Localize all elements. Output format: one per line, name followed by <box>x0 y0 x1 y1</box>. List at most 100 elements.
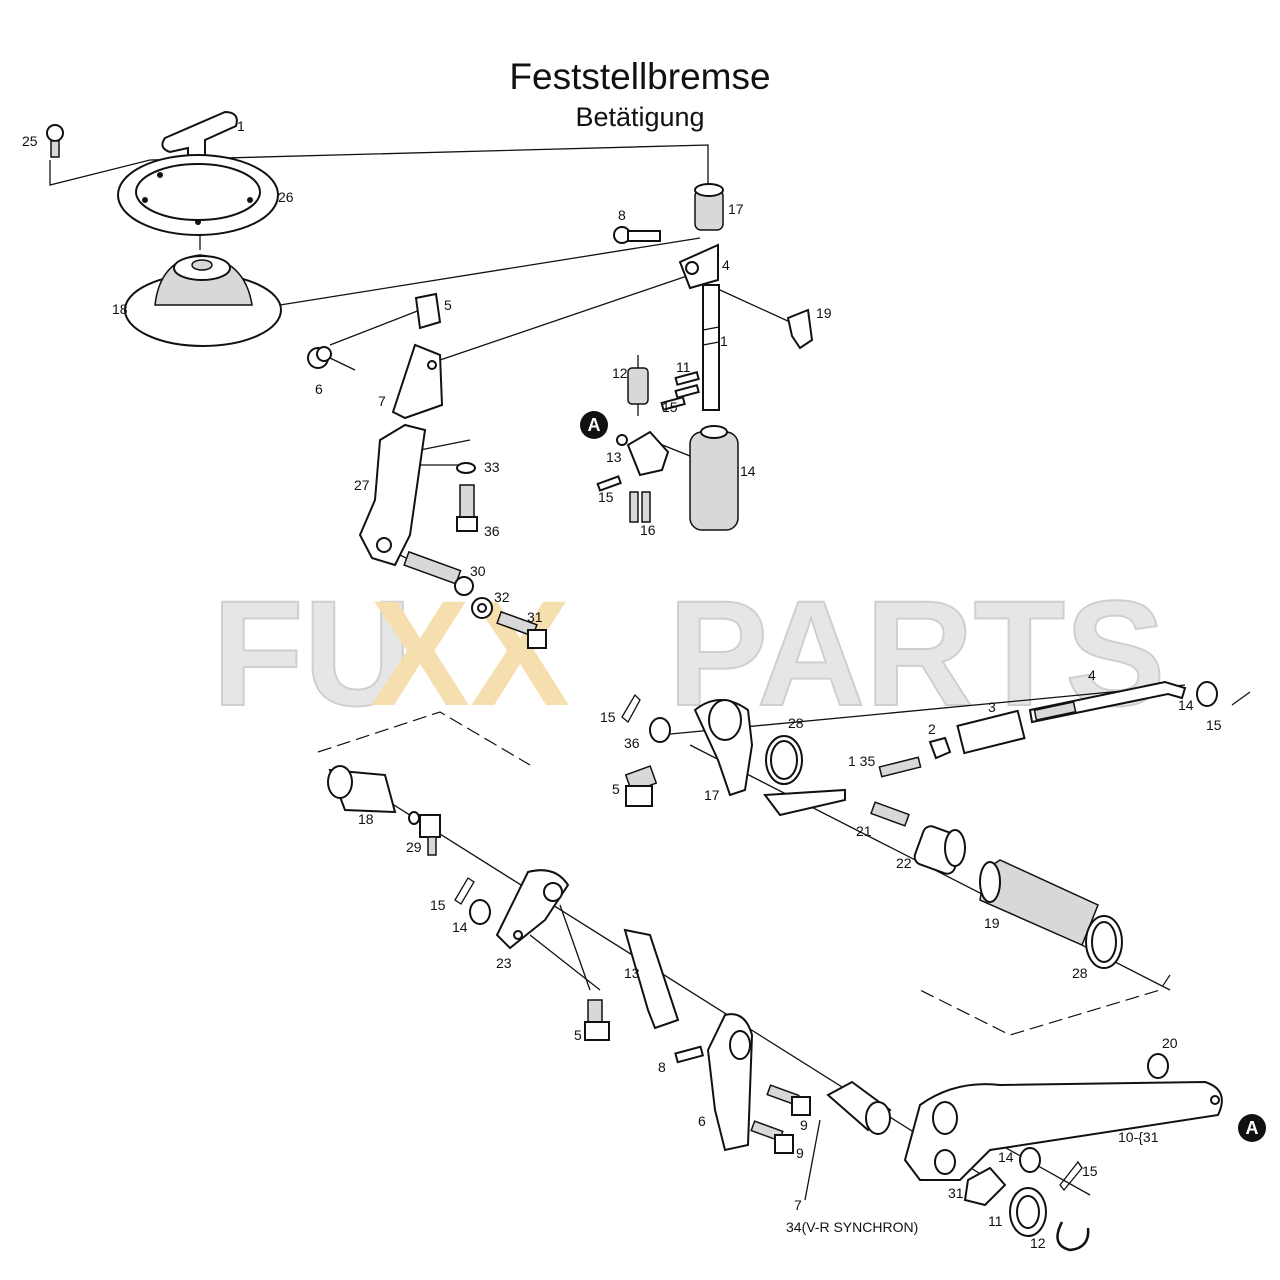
lever-27 <box>358 423 427 567</box>
bushing-31 <box>963 1166 1007 1207</box>
nut-2 <box>928 736 952 760</box>
callout-23: 23 <box>496 955 512 971</box>
callout-13-lower: 13 <box>624 965 640 981</box>
callout-4: 4 <box>722 257 730 273</box>
callout-31-lower: 31 <box>948 1185 964 1201</box>
bolt-5-lower <box>584 999 610 1041</box>
callout-27: 27 <box>354 477 370 493</box>
ring-28-lower <box>1085 915 1123 969</box>
pin-15-lower-right <box>1059 1160 1083 1192</box>
block-13 <box>616 430 670 477</box>
callout-5: 5 <box>444 297 452 313</box>
pin-8-lower <box>674 1045 705 1064</box>
pin-15-lower-left <box>454 877 475 905</box>
bolt-5-upper <box>624 765 658 807</box>
part-17-top <box>694 183 724 231</box>
pedal-lever-10 <box>903 1080 1223 1181</box>
callout-13: 13 <box>606 449 622 465</box>
callout-10-31: 10-{31 <box>1118 1129 1159 1145</box>
callout-14-lower-left: 14 <box>452 919 468 935</box>
callout-25: 25 <box>22 133 38 149</box>
svg-text:A: A <box>1246 1118 1259 1138</box>
callout-15-lower-left: 15 <box>430 897 446 913</box>
diagram-title: Feststellbremse <box>509 56 771 97</box>
callout-31: 31 <box>527 609 543 625</box>
callout-36-lower: 36 <box>624 735 640 751</box>
callout-15-left: 15 <box>600 709 616 725</box>
bushing-22 <box>913 825 966 875</box>
washer-33 <box>456 462 476 474</box>
callout-33: 33 <box>484 459 500 475</box>
callout-36: 36 <box>484 523 500 539</box>
callout-34-synchron: 34(V-R SYNCHRON) <box>786 1219 918 1235</box>
callout-1: 1 <box>237 118 245 134</box>
callout-15b: 15 <box>598 489 614 505</box>
callout-18: 18 <box>112 301 128 317</box>
callout-9-upper: 9 <box>800 1117 808 1133</box>
screw-31-upper <box>496 610 547 649</box>
pin-15-right <box>1231 691 1251 706</box>
grip-14 <box>689 425 739 531</box>
pins-11-15 <box>660 371 700 411</box>
callout-14-right: 14 <box>1178 697 1194 713</box>
clip-19 <box>786 308 814 350</box>
rod-1 <box>702 284 720 411</box>
watermark-xx: XX <box>370 569 570 737</box>
callout-28-lower: 28 <box>1072 965 1088 981</box>
spring-12 <box>627 355 649 416</box>
callout-15-right: 15 <box>1206 717 1222 733</box>
lever-23 <box>495 869 570 950</box>
reference-marker-a-upper: A <box>580 411 608 439</box>
callout-15: 15 <box>662 399 678 415</box>
callout-7: 7 <box>378 393 386 409</box>
callout-9-lower: 9 <box>796 1145 804 1161</box>
ring-26 <box>117 154 279 236</box>
watermark: FU XX PARTS <box>211 568 1166 738</box>
screw-25 <box>46 124 64 158</box>
callouts-lower: 4 14 15 3 2 1 35 28 15 36 5 17 21 22 19 … <box>358 667 1222 1251</box>
bolt-9-upper <box>766 1084 811 1116</box>
callout-8: 8 <box>618 207 626 223</box>
reference-marker-a-lower: A <box>1238 1114 1266 1142</box>
callout-5-lower: 5 <box>574 1027 582 1043</box>
watermark-fu: FU <box>212 569 412 737</box>
bracket-6 <box>706 1013 754 1152</box>
callout-26: 26 <box>278 189 294 205</box>
block-5-upper <box>414 292 442 330</box>
callout-11-lower: 11 <box>988 1213 1003 1229</box>
screw-36-upper <box>456 484 478 532</box>
callout-7-lower: 7 <box>794 1197 802 1213</box>
fitting-29 <box>408 811 441 856</box>
clip-20 <box>1147 1053 1169 1079</box>
coupler-3 <box>956 709 1026 755</box>
bushing-7 <box>826 1080 892 1135</box>
callout-14: 14 <box>740 463 756 479</box>
callout-21: 21 <box>856 823 872 839</box>
callout-5-upper: 5 <box>612 781 620 797</box>
callout-11: 11 <box>676 359 691 375</box>
washer-14-lower-right <box>1019 1147 1041 1173</box>
callout-6: 6 <box>315 381 323 397</box>
spring-6 <box>307 346 356 371</box>
callout-17-lower: 17 <box>704 787 720 803</box>
threaded-rod-1-35 <box>878 756 922 778</box>
callout-18-lower: 18 <box>358 811 374 827</box>
callout-28-upper: 28 <box>788 715 804 731</box>
pin-8 <box>613 226 661 244</box>
callout-20: 20 <box>1162 1035 1178 1051</box>
sleeve-18 <box>327 765 397 814</box>
callout-4-lower: 4 <box>1088 667 1096 683</box>
ring-28-upper <box>765 735 803 785</box>
callout-2: 2 <box>928 721 936 737</box>
callout-6-lower: 6 <box>698 1113 706 1129</box>
bracket-7 <box>391 343 444 420</box>
boot-18 <box>124 254 282 347</box>
clip-12 <box>1056 1221 1090 1252</box>
callout-1b: 1 <box>720 333 728 349</box>
washer-14-right <box>1196 681 1218 707</box>
svg-text:A: A <box>588 415 601 435</box>
callout-8-lower: 8 <box>658 1059 666 1075</box>
rod-4 <box>1028 680 1187 724</box>
callout-22: 22 <box>896 855 912 871</box>
